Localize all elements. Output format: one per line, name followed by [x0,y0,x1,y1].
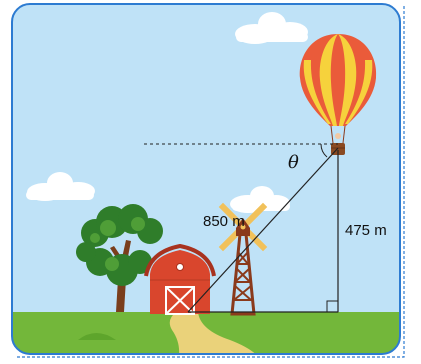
cloud-icon [235,12,308,44]
tree-icon [76,204,163,312]
barn-icon [144,243,216,315]
cloud-icon [230,186,290,213]
angle-label: θ [288,152,299,173]
grass-mound [78,333,116,340]
panel-border [11,3,401,355]
right-angle-marker [326,300,339,313]
altitude-label: 475 m [345,222,387,239]
cloud-icon [26,172,95,201]
hot-air-balloon-icon [299,34,377,155]
windmill-icon [218,202,268,316]
angle-arc [320,143,328,158]
line-of-sight [187,147,339,313]
dashed-border [16,6,405,358]
triangle-geometry [144,143,339,313]
dirt-path [169,312,262,354]
hypotenuse-label: 850 m [203,213,245,230]
